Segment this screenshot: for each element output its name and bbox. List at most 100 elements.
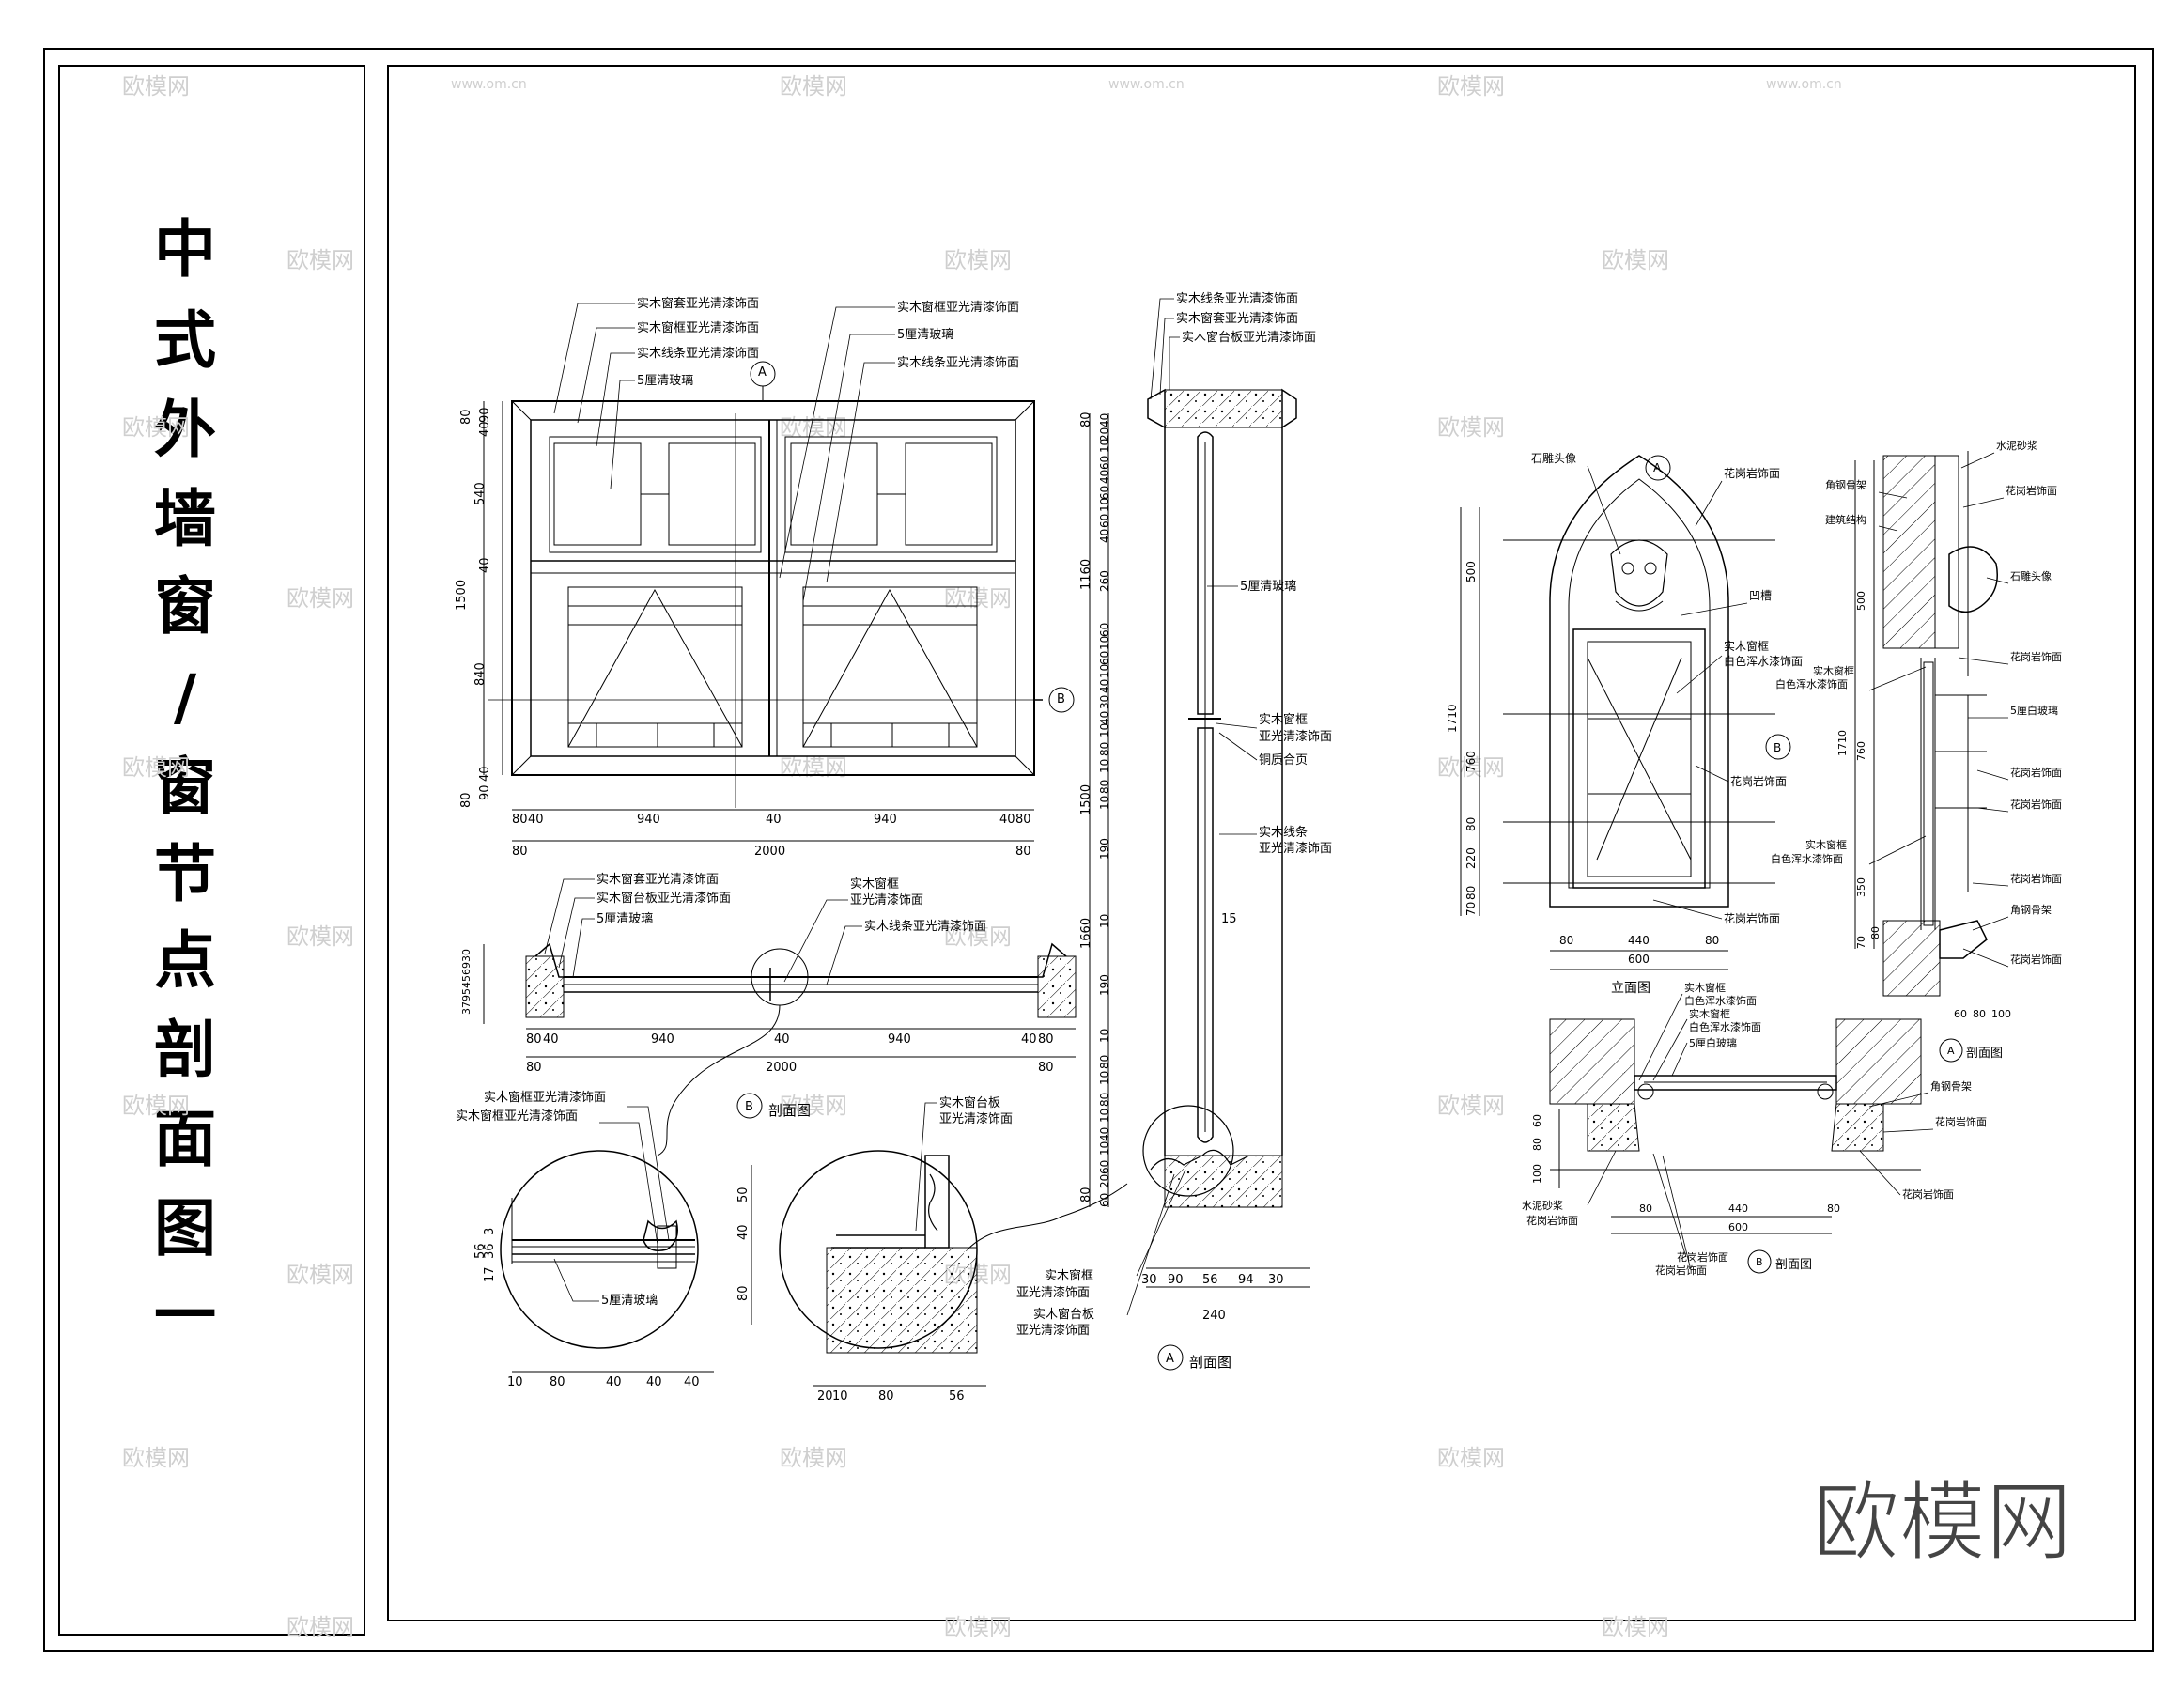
- callout: 实木窗套亚光清漆饰面: [596, 872, 719, 887]
- callout: 白色浑水漆饰面: [1775, 677, 1848, 690]
- view-caption: 剖面图: [1189, 1354, 1231, 1371]
- dim-text: 90: [1168, 1273, 1184, 1287]
- dim-text: 20: [1098, 427, 1111, 442]
- dim-text: 56: [1202, 1273, 1218, 1287]
- dim-text: 500: [1464, 561, 1478, 582]
- callout: 花岗岩饰面: [1935, 1115, 1987, 1128]
- dim-text: 80: [1464, 817, 1478, 831]
- dim-text: 940: [888, 1032, 911, 1047]
- dim-text: 56: [949, 1389, 965, 1404]
- title-char: 点: [154, 924, 216, 997]
- callout: 实木窗框亚光清漆饰面: [484, 1090, 606, 1105]
- watermark-text: 欧模网: [1437, 1093, 1505, 1119]
- view-caption: 剖面图: [1775, 1258, 1812, 1272]
- callout: 5厘白玻璃: [1689, 1036, 1737, 1049]
- dim-text: 60: [1954, 1008, 1967, 1020]
- dim-text: 80: [1015, 845, 1031, 859]
- dim-text: 80: [1827, 1202, 1840, 1215]
- dim-text: 40: [528, 813, 544, 827]
- dim-text: 60: [1098, 651, 1111, 665]
- dim-text: 1710: [1836, 730, 1849, 756]
- dim-text: 60: [1098, 456, 1111, 470]
- dim-text: 80: [1038, 1032, 1054, 1047]
- dim-text: 40: [646, 1375, 662, 1389]
- dim-text: 40: [543, 1032, 559, 1047]
- dim-text: 50: [736, 1187, 751, 1202]
- dim-text: 15: [1221, 912, 1237, 926]
- callout: 花岗岩饰面: [1655, 1264, 1707, 1277]
- dim-text: 40: [478, 557, 492, 573]
- dim-text: 440: [1628, 934, 1650, 947]
- dim-text: 10: [1098, 664, 1111, 678]
- watermark-text: 欧模网: [122, 414, 190, 441]
- title-char: 剖: [154, 1014, 216, 1086]
- elevation-main: [483, 361, 1075, 842]
- section-mark: A: [1947, 1045, 1955, 1057]
- dim-text: 10: [832, 1389, 848, 1404]
- dim-text: 10: [1098, 914, 1111, 928]
- callout: 建筑结构: [1825, 513, 1866, 526]
- title-char: 墙: [154, 483, 216, 555]
- dim-text: 80: [550, 1375, 565, 1389]
- dim-text: 90: [478, 784, 492, 800]
- callout: 亚光清漆饰面: [1259, 729, 1332, 744]
- gothic-plan-leaders: [1587, 993, 1934, 1271]
- callout: 花岗岩饰面: [2010, 872, 2062, 885]
- dim-text: 80: [1531, 1138, 1543, 1151]
- elevation-main-labels: A B 实木窗套亚光清漆饰面 实木窗框亚光清漆饰面 实木线条亚光清漆饰面 5厘清…: [455, 296, 1065, 859]
- dim-text: 20: [1098, 1174, 1111, 1188]
- callout: 花岗岩饰面: [2006, 484, 2057, 497]
- detail-2-labels: 实木窗台板 亚光清漆饰面 50 40 80 20 10 80 56: [736, 1095, 1013, 1404]
- dim-text: 760: [1464, 751, 1478, 772]
- dim-text: 90: [478, 407, 492, 423]
- callout: 5厘清玻璃: [601, 1294, 658, 1308]
- dim-text: 80: [736, 1285, 751, 1301]
- dim-text: 80: [1098, 1093, 1111, 1107]
- callout: 5厘清玻璃: [637, 374, 693, 388]
- callout: 实木线条亚光清漆饰面: [864, 919, 986, 934]
- dim-text: 840: [473, 662, 488, 686]
- drawing-frame: [387, 65, 2136, 1621]
- dim-text: 80: [1015, 813, 1031, 827]
- watermark-text: 欧模网: [780, 414, 847, 441]
- dim-text: 80: [878, 1389, 894, 1404]
- callout: 白色浑水漆饰面: [1771, 852, 1843, 865]
- dim-text: 70: [1855, 936, 1867, 949]
- callout: 实木窗框: [1045, 1268, 1093, 1283]
- dim-text: 10: [1098, 1071, 1111, 1085]
- title-char: 式: [154, 304, 216, 377]
- callout: 花岗岩饰面: [2010, 798, 2062, 811]
- watermark-text: 欧模网: [944, 247, 1012, 273]
- dim-text: 40: [774, 1032, 790, 1047]
- dim-text: 60: [1098, 514, 1111, 528]
- view-caption: 剖面图: [1966, 1047, 2003, 1061]
- callout: 花岗岩饰面: [2010, 650, 2062, 663]
- dim-text: 36: [483, 1243, 497, 1259]
- watermark-text: 欧模网: [780, 73, 847, 100]
- dim-text: 60: [1531, 1114, 1543, 1127]
- callout: 白色浑水漆饰面: [1689, 1020, 1761, 1033]
- view-caption: 剖面图: [768, 1102, 811, 1119]
- title-char: 窗: [154, 751, 216, 823]
- callout: 实木窗框: [1689, 1007, 1730, 1020]
- dim-text: 10: [1098, 498, 1111, 512]
- callout: 实木窗框: [1259, 712, 1308, 727]
- callout: 实木线条亚光清漆饰面: [1176, 291, 1298, 306]
- detail-2-leaders: [915, 1102, 937, 1232]
- callout: 石雕头像: [1531, 451, 1576, 465]
- watermark-text: 欧模网: [780, 1445, 847, 1471]
- dim-text: 80: [1464, 886, 1478, 900]
- detail-2: [751, 1150, 1128, 1387]
- dim-text: 40: [999, 813, 1015, 827]
- watermark-text: 欧模网: [122, 1445, 190, 1471]
- section-mark: A: [758, 365, 767, 380]
- vertical-title: 中 式 外 墙 窗 / 窗 节 点 剖 面 图 一: [154, 213, 216, 1352]
- title-char: 中: [154, 213, 216, 286]
- watermark-text: 欧模网: [1437, 1445, 1505, 1471]
- callout: 实木窗台板亚光清漆饰面: [596, 891, 731, 906]
- watermark-text: 欧模网: [944, 585, 1012, 612]
- section-a-leaders: [1126, 298, 1258, 1316]
- callout: 实木线条: [1259, 825, 1308, 840]
- section-mark: B: [1774, 741, 1781, 754]
